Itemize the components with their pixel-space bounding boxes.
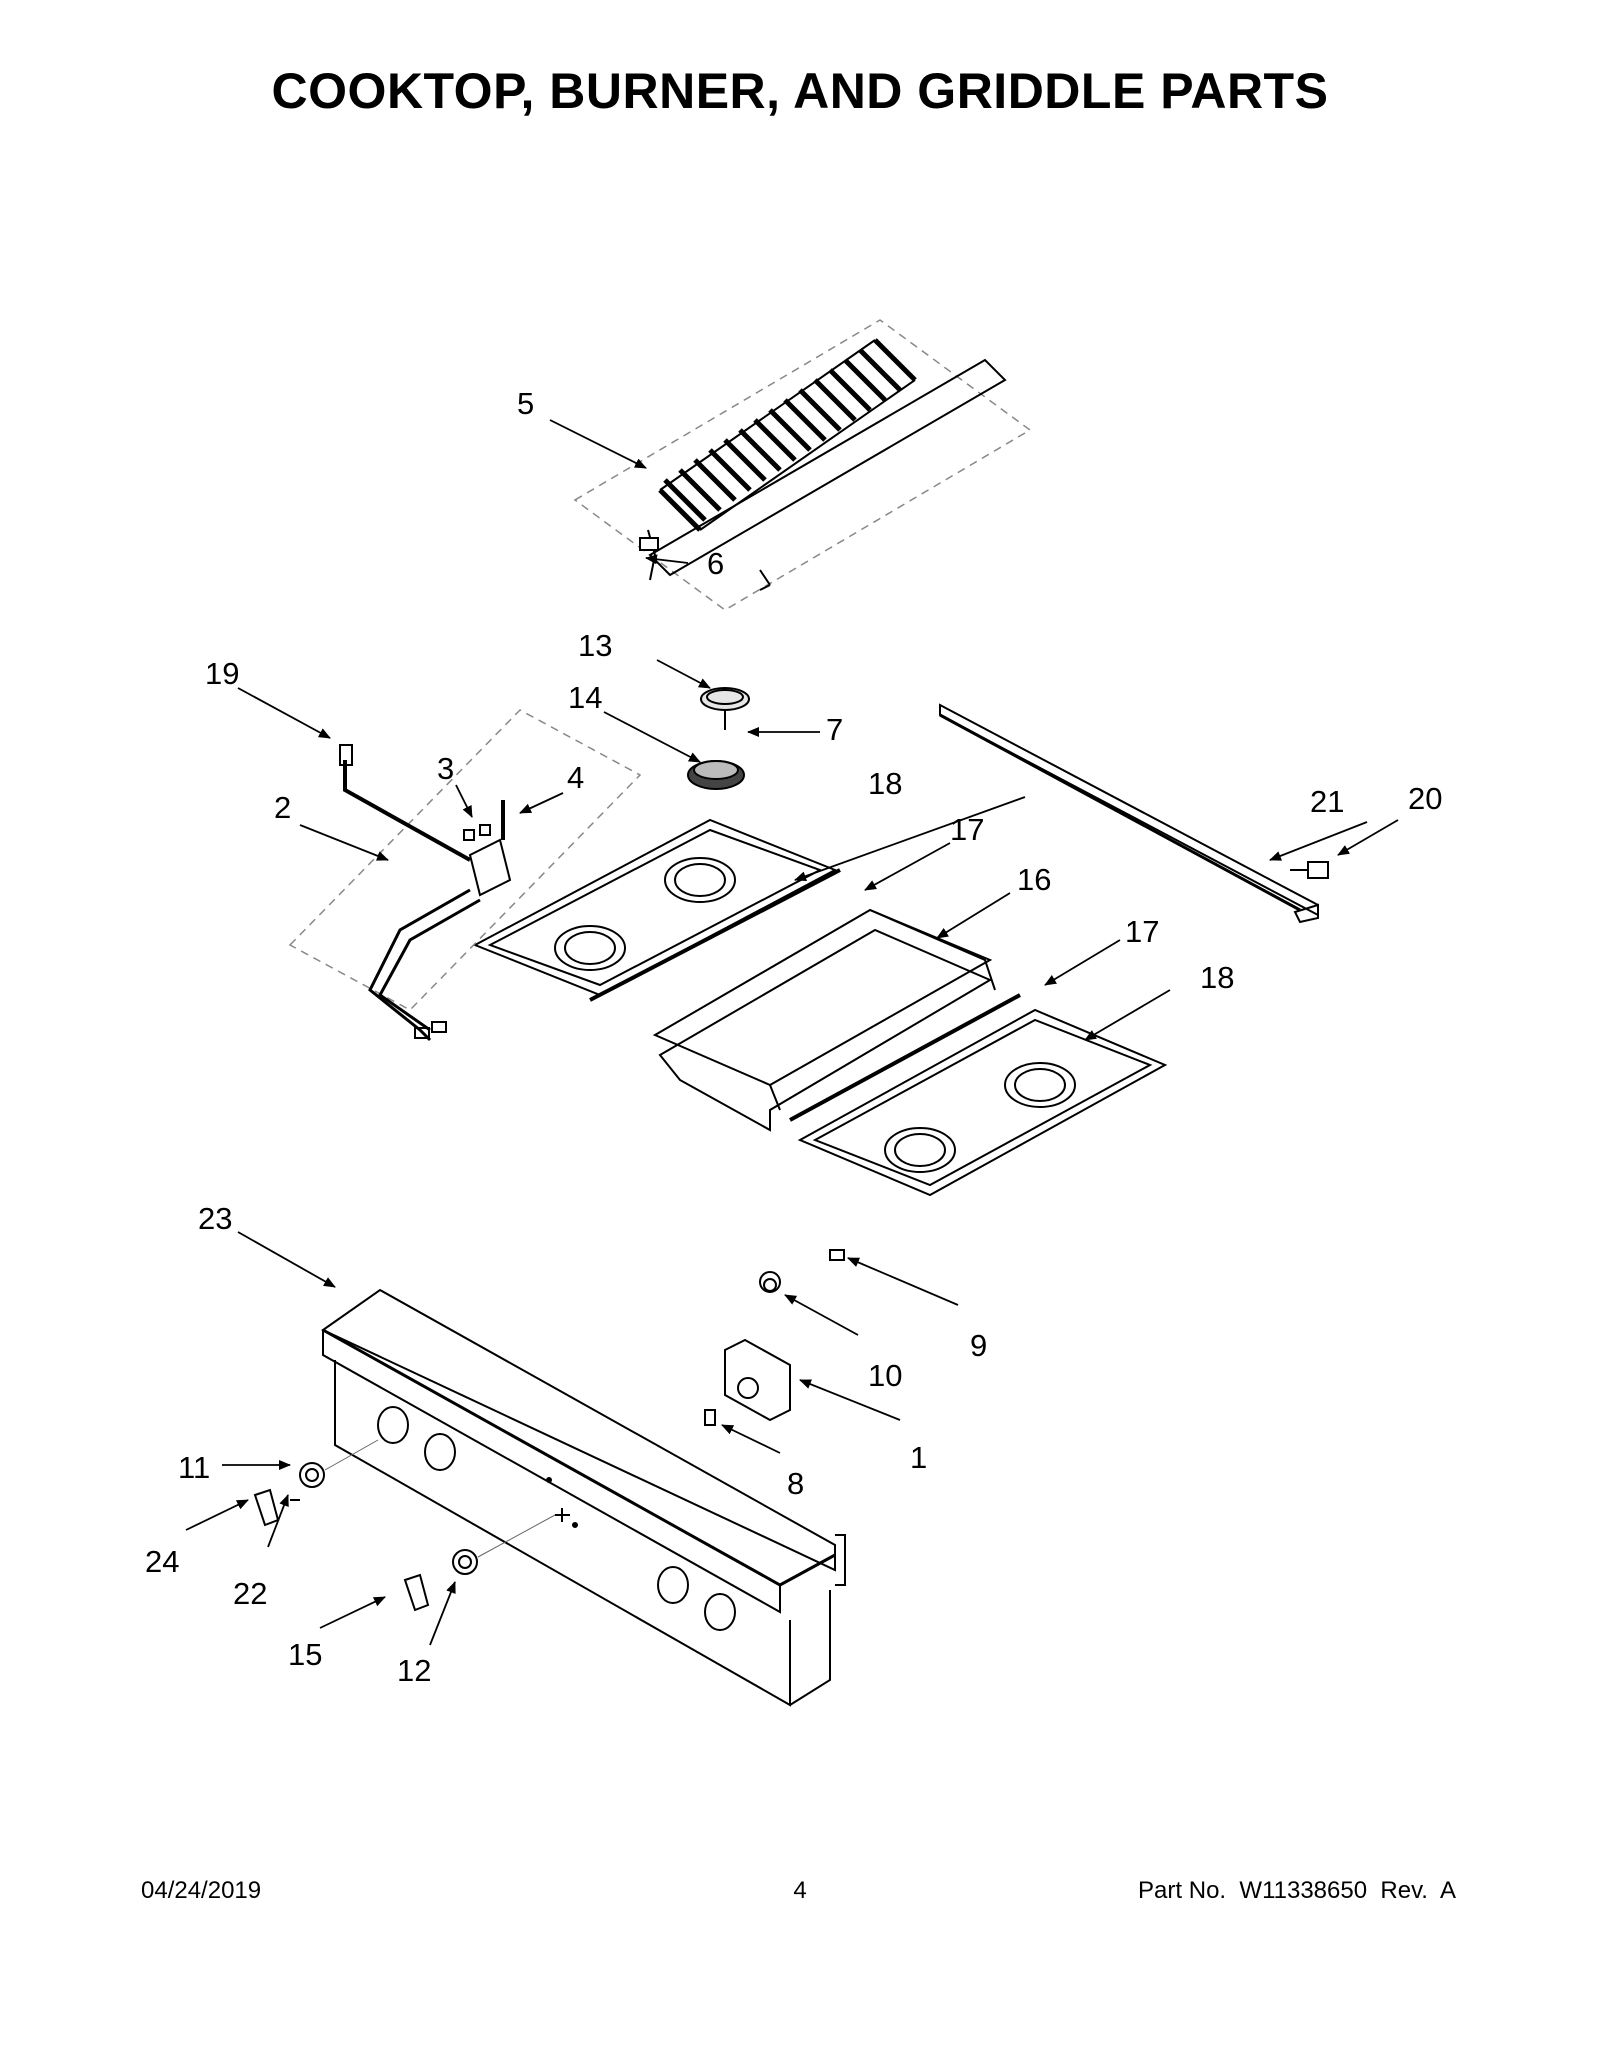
left-burner-plate-drawing (472, 687, 838, 997)
callout-3: 3 (437, 751, 454, 786)
callout-20: 20 (1408, 781, 1442, 816)
page-title: COOKTOP, BURNER, AND GRIDDLE PARTS (271, 63, 1329, 119)
callout-14: 14 (568, 680, 602, 715)
footer-page-number: 4 (793, 1877, 807, 1904)
callout-1: 1 (910, 1440, 927, 1475)
callout-23: 23 (198, 1201, 232, 1236)
callout-16: 16 (1017, 862, 1051, 897)
callout-17-bottom: 17 (1125, 914, 1159, 949)
right-burner-plate-drawing (797, 1008, 1168, 1197)
leader-arrows (185, 419, 1399, 1646)
callout-18-left: 18 (868, 766, 902, 801)
callout-24: 24 (145, 1544, 179, 1579)
callout-19: 19 (205, 656, 239, 691)
callout-2: 2 (274, 790, 291, 825)
callout-22: 22 (233, 1576, 267, 1611)
callout-11: 11 (178, 1450, 210, 1485)
callout-15: 15 (288, 1637, 322, 1672)
control-panel-drawing (253, 1288, 846, 1707)
gas-manifold-drawing (288, 709, 642, 1042)
callout-17-top: 17 (950, 812, 984, 847)
callout-4: 4 (567, 760, 584, 795)
callout-8: 8 (787, 1466, 804, 1501)
callout-6: 6 (707, 546, 724, 581)
rear-trim-drawing (939, 703, 1329, 924)
callout-18-right: 18 (1200, 960, 1234, 995)
griddle-drawing (589, 868, 1021, 1132)
callout-9: 9 (970, 1328, 987, 1363)
callout-labels: 5 6 13 14 7 19 3 4 2 18 17 16 17 18 21 2… (145, 386, 1442, 1688)
callout-5: 5 (517, 386, 534, 421)
footer-date: 04/24/2019 (141, 1877, 262, 1904)
switch-module-drawing (704, 1249, 845, 1426)
grate-drawing (573, 319, 1032, 611)
callout-10: 10 (868, 1358, 902, 1393)
callout-12: 12 (397, 1653, 431, 1688)
callout-7: 7 (826, 712, 843, 747)
footer-part-number: Part No. W11338650 Rev. A (1138, 1877, 1456, 1904)
callout-13: 13 (578, 628, 612, 663)
callout-21: 21 (1310, 784, 1344, 819)
